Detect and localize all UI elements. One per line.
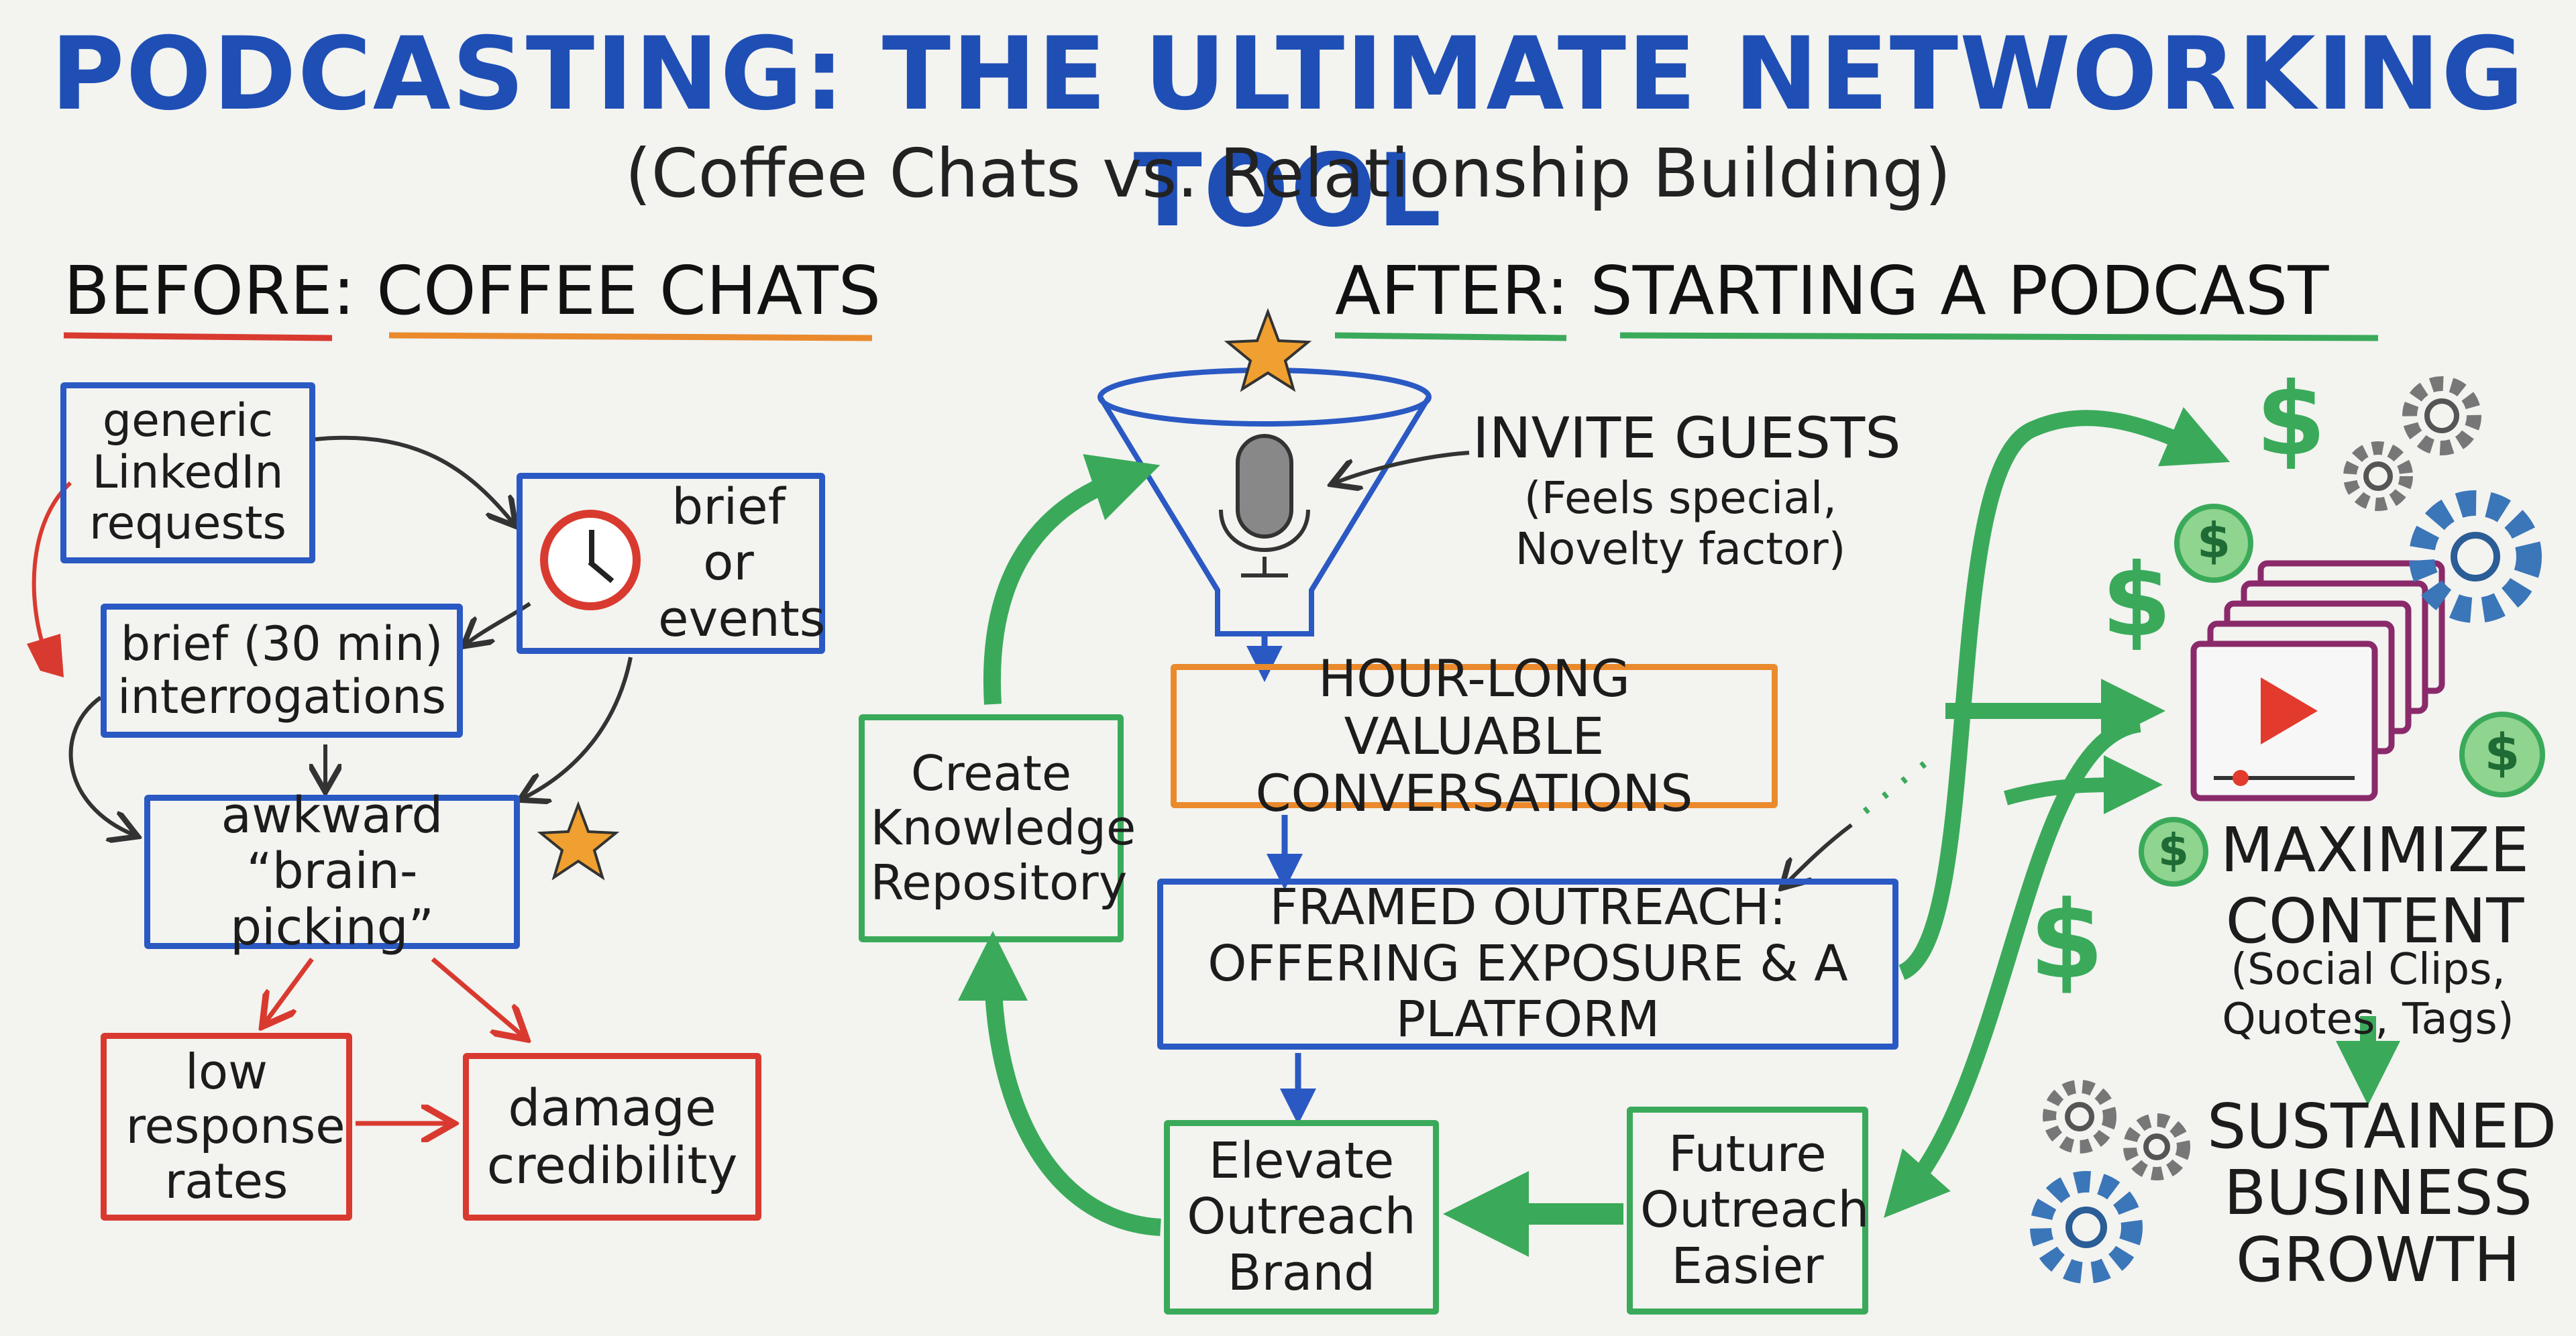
box-damage-credibility: damage credibility	[463, 1053, 761, 1221]
gear-icon-bottom-mid	[2123, 1113, 2190, 1180]
box-framed-outreach: FRAMED OUTREACH: OFFERING EXPOSURE & A P…	[1157, 879, 1898, 1050]
gear-icon-bottom-blue	[2030, 1171, 2143, 1284]
arrow-brief-to-interrogations	[466, 602, 531, 644]
box-elevate-brand: Elevate Outreach Brand	[1164, 1120, 1439, 1315]
dollar-icon-2: $	[2101, 543, 2172, 659]
page-title: PODCASTING: THE ULTIMATE NETWORKING TOOL	[50, 16, 2526, 249]
box-knowledge-repository: Create Knowledge Repository	[859, 714, 1136, 942]
arrow-dotted-to-framed	[1784, 823, 1853, 885]
box-low-response-label: low response rates	[125, 1043, 345, 1209]
arrow-awkward-to-damage	[431, 957, 523, 1036]
coin-dollar-1: $	[2196, 512, 2231, 569]
dollar-icon-3: $	[2029, 877, 2104, 1003]
arrow-invite-pointer	[1335, 451, 1470, 483]
heading-before: BEFORE: COFFEE CHATS	[64, 252, 881, 330]
maximize-content-title: MAXIMIZE CONTENT	[2220, 814, 2530, 957]
underline-starting	[1619, 332, 2379, 341]
box-damage-credibility-label: damage credibility	[486, 1078, 738, 1195]
arrow-awkward-to-low	[265, 957, 314, 1023]
box-conversations: HOUR-LONG VALUABLE CONVERSATIONS	[1171, 649, 1778, 822]
microphone-icon	[1219, 434, 1310, 577]
heading-after: AFTER: STARTING A PODCAST	[1335, 252, 2328, 330]
heading-before-colon: :	[332, 252, 377, 330]
box-conversations-label: HOUR-LONG VALUABLE CONVERSATIONS	[1255, 648, 1693, 824]
heading-before-label: BEFORE	[64, 252, 333, 330]
underline-coffee	[388, 332, 873, 341]
coin-dollar-2: $	[2484, 722, 2520, 782]
box-future-outreach: Future Outreach Easier	[1627, 1107, 1870, 1315]
heading-after-colon: :	[1546, 252, 1591, 330]
video-stack-icon	[2190, 560, 2445, 801]
underline-before	[63, 332, 333, 341]
underline-after	[1334, 332, 1567, 341]
coin-icon-3	[2139, 817, 2208, 887]
arrow-red-loop	[32, 481, 72, 659]
maximize-content-subtitle: (Social Clips, Quotes, Tags)	[2222, 945, 2514, 1044]
box-interrogations-label: brief (30 min) interrogations	[117, 616, 446, 724]
box-generic-requests: generic LinkedIn requests	[60, 382, 315, 563]
page-subtitle: (Coffee Chats vs. Relationship Building)	[625, 134, 1951, 213]
box-brain-picking: awkward “brain-picking”	[144, 787, 520, 956]
invite-guests-title: INVITE GUESTS	[1472, 405, 1901, 471]
coin-icon-2	[2459, 712, 2545, 797]
gear-icon-blue	[2409, 490, 2542, 623]
gear-icon-bottom-left	[2043, 1080, 2116, 1154]
box-low-response: low response rates	[101, 1033, 352, 1221]
arrow-dotted	[1862, 755, 1935, 814]
arrow-interrogations-loop	[68, 695, 134, 835]
arrow-framed-to-top	[1898, 406, 2231, 981]
dollar-icon-1: $	[2255, 361, 2326, 478]
invite-guests-subtitle: (Feels special, Novelty factor)	[1515, 472, 1846, 575]
coin-dollar-3: $	[2158, 824, 2189, 876]
arrow-repository-to-funnel	[983, 454, 1161, 705]
star-top-icon	[1224, 308, 1312, 392]
box-interrogations: brief (30 min) interrogations	[101, 604, 463, 738]
flag-red	[27, 634, 64, 677]
box-future-outreach-label: Future Outreach Easier	[1640, 1125, 1870, 1295]
arrow-elevate-to-repository	[958, 931, 1161, 1236]
gear-icon-mid	[2343, 441, 2413, 511]
box-brief-events: brief or events	[517, 473, 825, 654]
arrow-content-to-future	[1884, 716, 2142, 1218]
box-brain-picking-label: awkward “brain-picking”	[221, 786, 443, 956]
clock-icon	[540, 510, 641, 610]
box-framed-outreach-label: FRAMED OUTREACH: OFFERING EXPOSURE & A P…	[1208, 879, 1848, 1049]
box-generic-requests-label: generic LinkedIn requests	[89, 394, 286, 551]
coin-icon-1	[2174, 504, 2253, 583]
heading-starting-label: STARTING A PODCAST	[1590, 252, 2329, 330]
box-brief-events-label: brief or events	[658, 478, 826, 648]
heading-coffee-label: COFFEE CHATS	[376, 252, 881, 330]
sustained-growth: SUSTAINED BUSINESS GROWTH	[2207, 1091, 2557, 1296]
arrow-brief-to-awkward	[523, 657, 633, 798]
box-knowledge-repository-label: Create Knowledge Repository	[870, 744, 1136, 911]
gear-icon-top	[2402, 376, 2481, 455]
box-elevate-brand-label: Elevate Outreach Brand	[1187, 1131, 1416, 1302]
heading-after-label: AFTER	[1335, 252, 1546, 330]
arrow-generic-to-brief	[315, 435, 513, 523]
star-icon	[537, 801, 620, 881]
